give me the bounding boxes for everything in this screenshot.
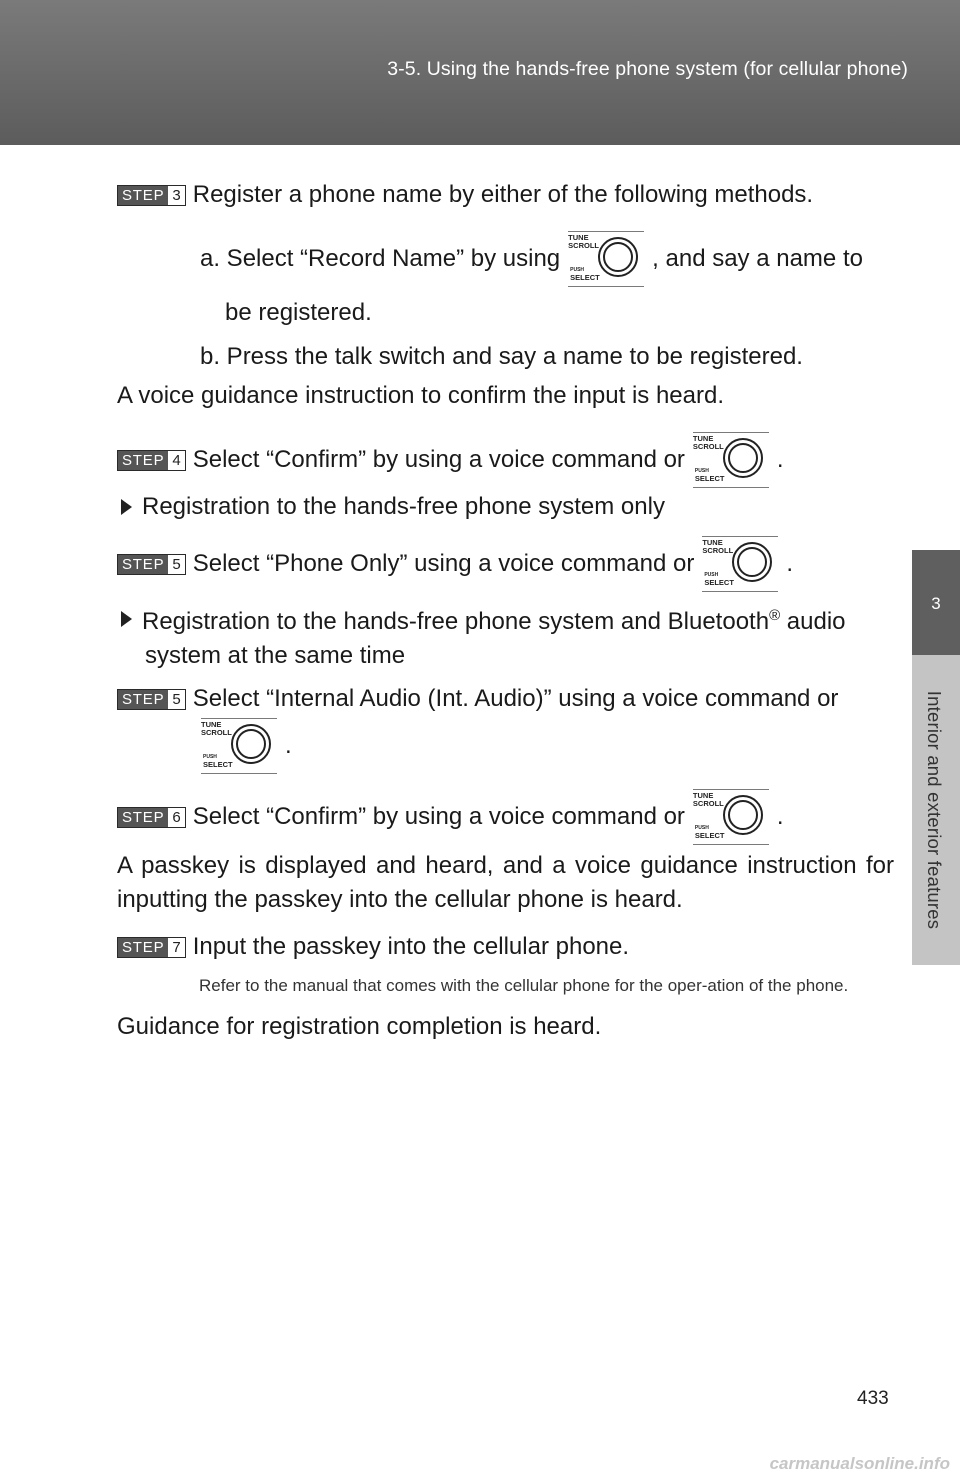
triangle-bullet-icon [121, 499, 132, 515]
bullet-phone-and-audio-cont: system at the same time [145, 642, 406, 669]
tune-select-knob-icon: TUNE SCROLL PUSH SELECT [692, 789, 769, 845]
passkey-paragraph: A passkey is displayed and heard, and a … [117, 852, 894, 913]
step7-text: Input the passkey into the cellular phon… [192, 933, 630, 960]
method-a-text: a. Select “Record Name” by using [200, 245, 561, 272]
method-a-text-end: , and say a name to [652, 245, 863, 272]
page-header: 3-5. Using the hands-free phone system (… [0, 0, 960, 145]
step5b-cont: TUNE SCROLL PUSH SELECT . [117, 718, 894, 774]
phone-manual-note: Refer to the manual that comes with the … [199, 976, 849, 995]
tune-select-knob-icon: TUNE SCROLL PUSH SELECT [702, 536, 779, 592]
chapter-tab: 3 [912, 550, 960, 655]
chapter-title: Interior and exterior features [924, 690, 945, 930]
step5a-text: Select “Phone Only” using a voice comman… [192, 550, 695, 577]
step5b-text: Select “Internal Audio (Int. Audio)” usi… [192, 685, 839, 712]
completion-text: Guidance for registration completion is … [117, 1013, 602, 1040]
page-number: 433 [857, 1388, 889, 1409]
step4-text: Select “Confirm” by using a voice comman… [192, 446, 685, 473]
method-b: b. Press the talk switch and say a name … [200, 343, 803, 370]
tune-select-knob-icon: TUNE SCROLL PUSH SELECT [692, 432, 769, 488]
chapter-strip [912, 655, 960, 965]
step3-text: Register a phone name by either of the f… [192, 181, 814, 208]
tune-select-knob-icon: TUNE SCROLL PUSH SELECT [201, 718, 277, 774]
step6-text: Select “Confirm” by using a voice comman… [192, 803, 685, 830]
chapter-number: 3 [931, 594, 941, 613]
method-a-row: a. Select “Record Name” by using TUNE SC… [117, 231, 894, 287]
watermark: carmanualsonline.info [769, 1454, 950, 1473]
tune-select-knob-icon: TUNE SCROLL PUSH SELECT [568, 231, 645, 287]
method-a-cont: be registered. [225, 299, 372, 326]
triangle-bullet-icon [121, 611, 132, 627]
bullet-phone-only: Registration to the hands-free phone sys… [117, 490, 894, 524]
voice-guidance-note: A voice guidance instruction to confirm … [117, 382, 725, 409]
section-title: 3-5. Using the hands-free phone system (… [387, 58, 908, 80]
bullet-phone-and-audio: Registration to the hands-free phone sys… [117, 599, 894, 639]
